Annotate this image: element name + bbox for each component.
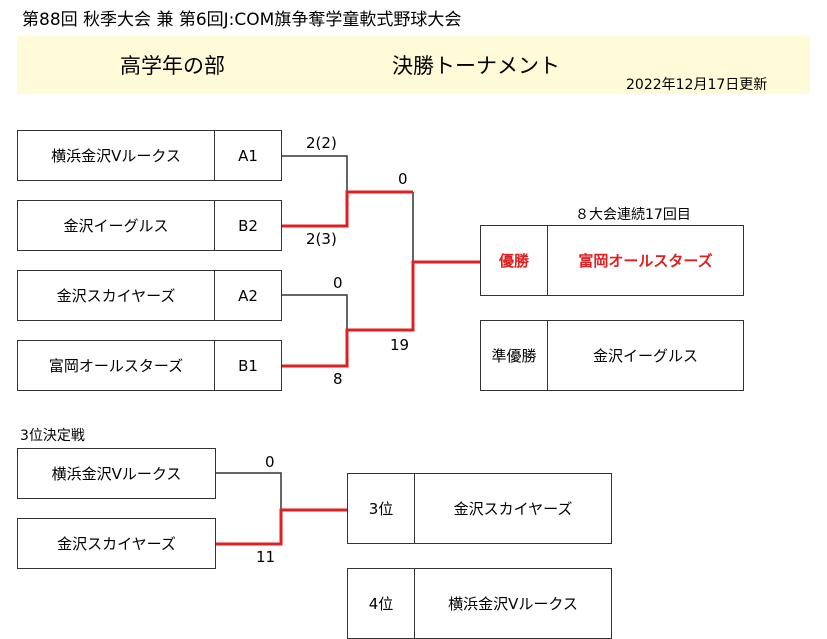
score-sf1-top: 2(2) <box>306 134 337 152</box>
fourth-team: 横浜金沢Vルークス <box>448 595 578 613</box>
team-seed: B1 <box>214 341 281 390</box>
fourth-label: 4位 <box>348 569 415 638</box>
bracket-team-2: 金沢イーグルス B2 <box>17 200 282 251</box>
team-name: 横浜金沢Vルークス <box>51 465 182 483</box>
bracket-team-3: 金沢スカイヤーズ A2 <box>17 270 282 321</box>
line-3rd-winner <box>216 508 347 546</box>
line-sf2-winner <box>282 260 480 368</box>
runner-up-team: 金沢イーグルス <box>592 347 698 365</box>
bracket-team-4: 富岡オールスターズ B1 <box>17 340 282 391</box>
runner-up-box: 準優勝 金沢イーグルス <box>480 320 744 391</box>
fourth-place-box: 4位 横浜金沢Vルークス <box>347 568 612 639</box>
third-team: 金沢スカイヤーズ <box>453 500 573 518</box>
division-label: 高学年の部 <box>120 54 225 78</box>
third-place-team-2: 金沢スカイヤーズ <box>17 518 216 569</box>
score-final-top: 0 <box>398 170 408 188</box>
team-name: 金沢スカイヤーズ <box>56 287 176 305</box>
team-seed: B2 <box>214 201 281 250</box>
team-name: 金沢スカイヤーズ <box>57 535 176 553</box>
score-sf2-top: 0 <box>333 274 343 292</box>
score-sf1-bottom: 2(3) <box>306 230 337 248</box>
champion-box: 優勝 富岡オールスターズ <box>480 225 744 296</box>
score-final-bottom: 19 <box>390 336 410 354</box>
line-sf1-top <box>282 155 348 192</box>
team-seed: A1 <box>214 131 281 180</box>
team-name: 横浜金沢Vルークス <box>51 147 181 165</box>
updated-date: 2022年12月17日更新 <box>626 77 768 93</box>
bracket-team-1: 横浜金沢Vルークス A1 <box>17 130 282 181</box>
page-title: 第88回 秋季大会 兼 第6回J:COM旗争奪学童軟式野球大会 <box>22 10 462 30</box>
third-place-title: 3位決定戦 <box>20 428 85 444</box>
runner-up-label: 準優勝 <box>481 321 548 390</box>
consecutive-note: ８大会連続17回目 <box>575 207 691 223</box>
bracket-title: 決勝トーナメント <box>392 54 560 78</box>
third-place-team-1: 横浜金沢Vルークス <box>17 448 216 499</box>
team-name: 富岡オールスターズ <box>48 357 184 375</box>
score-sf2-bottom: 8 <box>333 370 343 388</box>
champion-team: 富岡オールスターズ <box>578 252 713 270</box>
line-3rd-top <box>216 472 282 510</box>
third-place-box: 3位 金沢スカイヤーズ <box>347 473 612 544</box>
champion-label: 優勝 <box>481 226 548 295</box>
score-3rd-bottom: 11 <box>256 548 276 566</box>
line-sf1-winner <box>282 190 413 228</box>
team-seed: A2 <box>214 271 281 320</box>
line-sf2-top <box>282 294 348 330</box>
header-banner <box>17 36 810 94</box>
score-3rd-top: 0 <box>265 453 275 471</box>
team-name: 金沢イーグルス <box>63 217 169 235</box>
third-label: 3位 <box>348 474 415 543</box>
